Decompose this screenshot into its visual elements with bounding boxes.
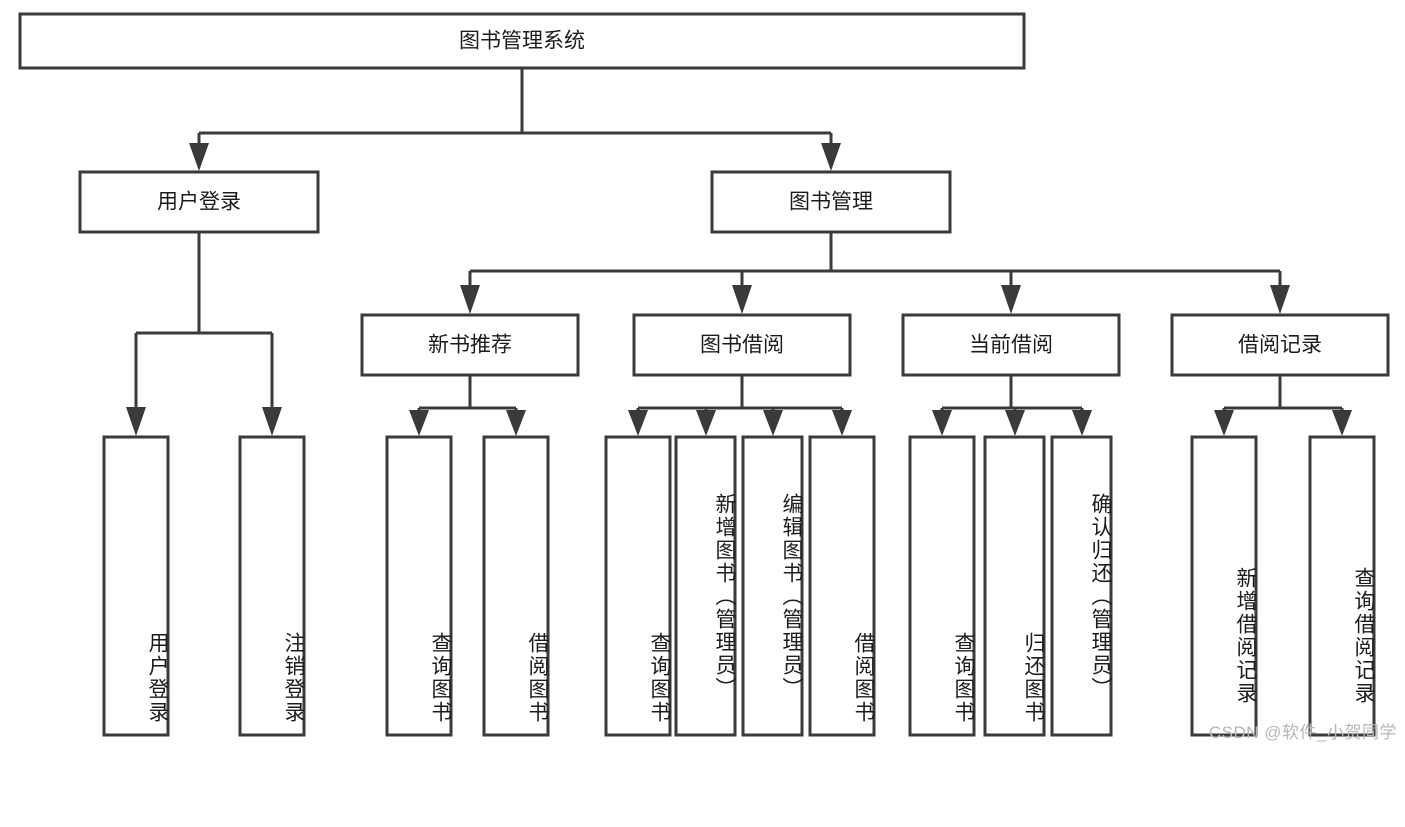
node-book-manage-box[interactable] xyxy=(710,170,952,234)
leaf-add-book-admin-box[interactable] xyxy=(674,435,737,737)
connector-user-login-to-leaves xyxy=(126,232,282,436)
leaf-query-book-3-box[interactable] xyxy=(908,435,976,737)
node-current-borrow[interactable]: 当前借阅 xyxy=(901,313,1121,377)
arrow-head-book-manage xyxy=(821,143,841,171)
leaf-query-book-1-box[interactable] xyxy=(385,435,453,737)
arrow-head-leaf-edit-book-admin xyxy=(763,410,783,436)
arrow-head-leaf-user-login xyxy=(126,407,146,436)
node-book-borrow-label: 图书借阅 xyxy=(700,334,784,357)
leaf-edit-book-admin-box[interactable] xyxy=(741,435,804,737)
node-root[interactable]: 图书管理系统 xyxy=(18,12,1026,70)
arrow-head-leaf-logout-login xyxy=(262,407,282,436)
arrow-head-leaf-borrow-book-2 xyxy=(832,410,852,436)
node-borrow-record-label: 借阅记录 xyxy=(1238,334,1322,357)
leaf-logout-login-box[interactable] xyxy=(238,435,306,737)
node-new-book-recommend-box[interactable] xyxy=(360,313,580,377)
node-borrow-record[interactable]: 借阅记录 xyxy=(1170,313,1390,377)
connector-current-borrow-to-leaves xyxy=(932,375,1092,436)
node-root-box[interactable] xyxy=(18,12,1026,70)
node-book-borrow[interactable]: 图书借阅 xyxy=(632,313,852,377)
node-current-borrow-label: 当前借阅 xyxy=(969,334,1053,357)
arrow-head-leaf-query-book-1 xyxy=(409,410,429,436)
arrow-head-user-login xyxy=(189,143,209,171)
connector-book-borrow-to-leaves xyxy=(628,375,852,436)
node-user-login-label: 用户登录 xyxy=(157,191,241,214)
arrow-head-borrow-record xyxy=(1270,285,1290,314)
arrow-head-leaf-borrow-book-1 xyxy=(506,410,526,436)
diagram-canvas: 图书管理系统 用户登录 图书管理 新书推荐 图书借阅 当前借阅 借阅记录 xyxy=(18,12,1390,737)
connector-root-to-level2 xyxy=(189,68,841,171)
node-book-borrow-box[interactable] xyxy=(632,313,852,377)
arrow-head-leaf-query-borrow-record xyxy=(1332,410,1352,436)
node-new-book-recommend[interactable]: 新书推荐 xyxy=(360,313,580,377)
leaf-return-book-box[interactable] xyxy=(983,435,1046,737)
arrow-head-leaf-add-book-admin xyxy=(696,410,716,436)
leaf-borrow-book-1-box[interactable] xyxy=(482,435,550,737)
node-user-login-box[interactable] xyxy=(78,170,320,234)
node-current-borrow-box[interactable] xyxy=(901,313,1121,377)
arrow-head-current-borrow xyxy=(1001,285,1021,314)
arrow-head-leaf-query-book-3 xyxy=(932,410,952,436)
connector-book-manage-to-level3 xyxy=(460,232,1290,314)
node-new-book-recommend-label: 新书推荐 xyxy=(428,334,512,357)
arrow-head-leaf-query-book-2 xyxy=(628,410,648,436)
arrow-head-book-borrow xyxy=(732,285,752,314)
leaf-add-borrow-record-box[interactable] xyxy=(1190,435,1258,737)
node-root-label: 图书管理系统 xyxy=(459,30,585,53)
leaf-borrow-book-2-box[interactable] xyxy=(808,435,876,737)
node-book-manage[interactable]: 图书管理 xyxy=(710,170,952,234)
node-user-login[interactable]: 用户登录 xyxy=(78,170,320,234)
arrow-head-leaf-confirm-return-admin xyxy=(1072,410,1092,436)
arrow-head-new-book-recommend xyxy=(460,285,480,314)
connector-new-book-recommend-to-leaves xyxy=(409,375,526,436)
connector-borrow-record-to-leaves xyxy=(1214,375,1352,436)
node-borrow-record-box[interactable] xyxy=(1170,313,1390,377)
leaf-user-login-box[interactable] xyxy=(102,435,170,737)
leaf-query-borrow-record-box[interactable] xyxy=(1308,435,1376,737)
csdn-watermark: CSDN @软件_小贺同学 xyxy=(1208,723,1397,742)
arrow-head-leaf-add-borrow-record xyxy=(1214,410,1234,436)
functional-structure-diagram: 图书管理系统 用户登录 图书管理 新书推荐 图书借阅 当前借阅 借阅记录 xyxy=(18,12,1397,742)
leaf-query-book-2-box[interactable] xyxy=(604,435,672,737)
leaf-confirm-return-admin-box[interactable] xyxy=(1050,435,1113,737)
arrow-head-leaf-return-book xyxy=(1005,410,1025,436)
node-book-manage-label: 图书管理 xyxy=(789,191,873,214)
